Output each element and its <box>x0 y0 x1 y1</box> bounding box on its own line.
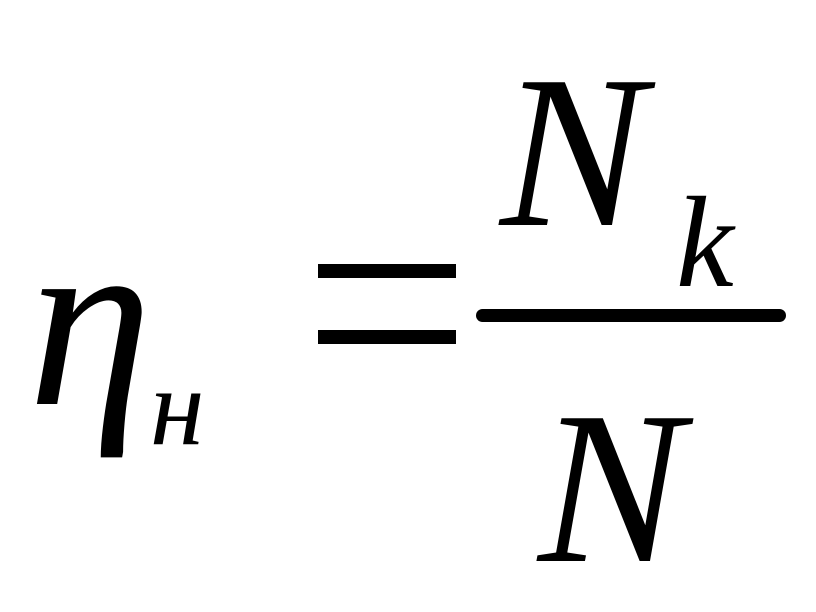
fraction-bar <box>476 309 786 322</box>
numerator-subscript: k <box>676 171 734 315</box>
equals-bar-bottom <box>318 330 456 344</box>
equals-sign <box>318 264 456 344</box>
denominator-symbol: N <box>538 368 684 609</box>
numerator-symbol: N <box>500 32 646 273</box>
equals-bar-top <box>318 264 456 278</box>
eta-subscript: н <box>150 346 205 468</box>
eta-symbol: η <box>28 182 153 459</box>
